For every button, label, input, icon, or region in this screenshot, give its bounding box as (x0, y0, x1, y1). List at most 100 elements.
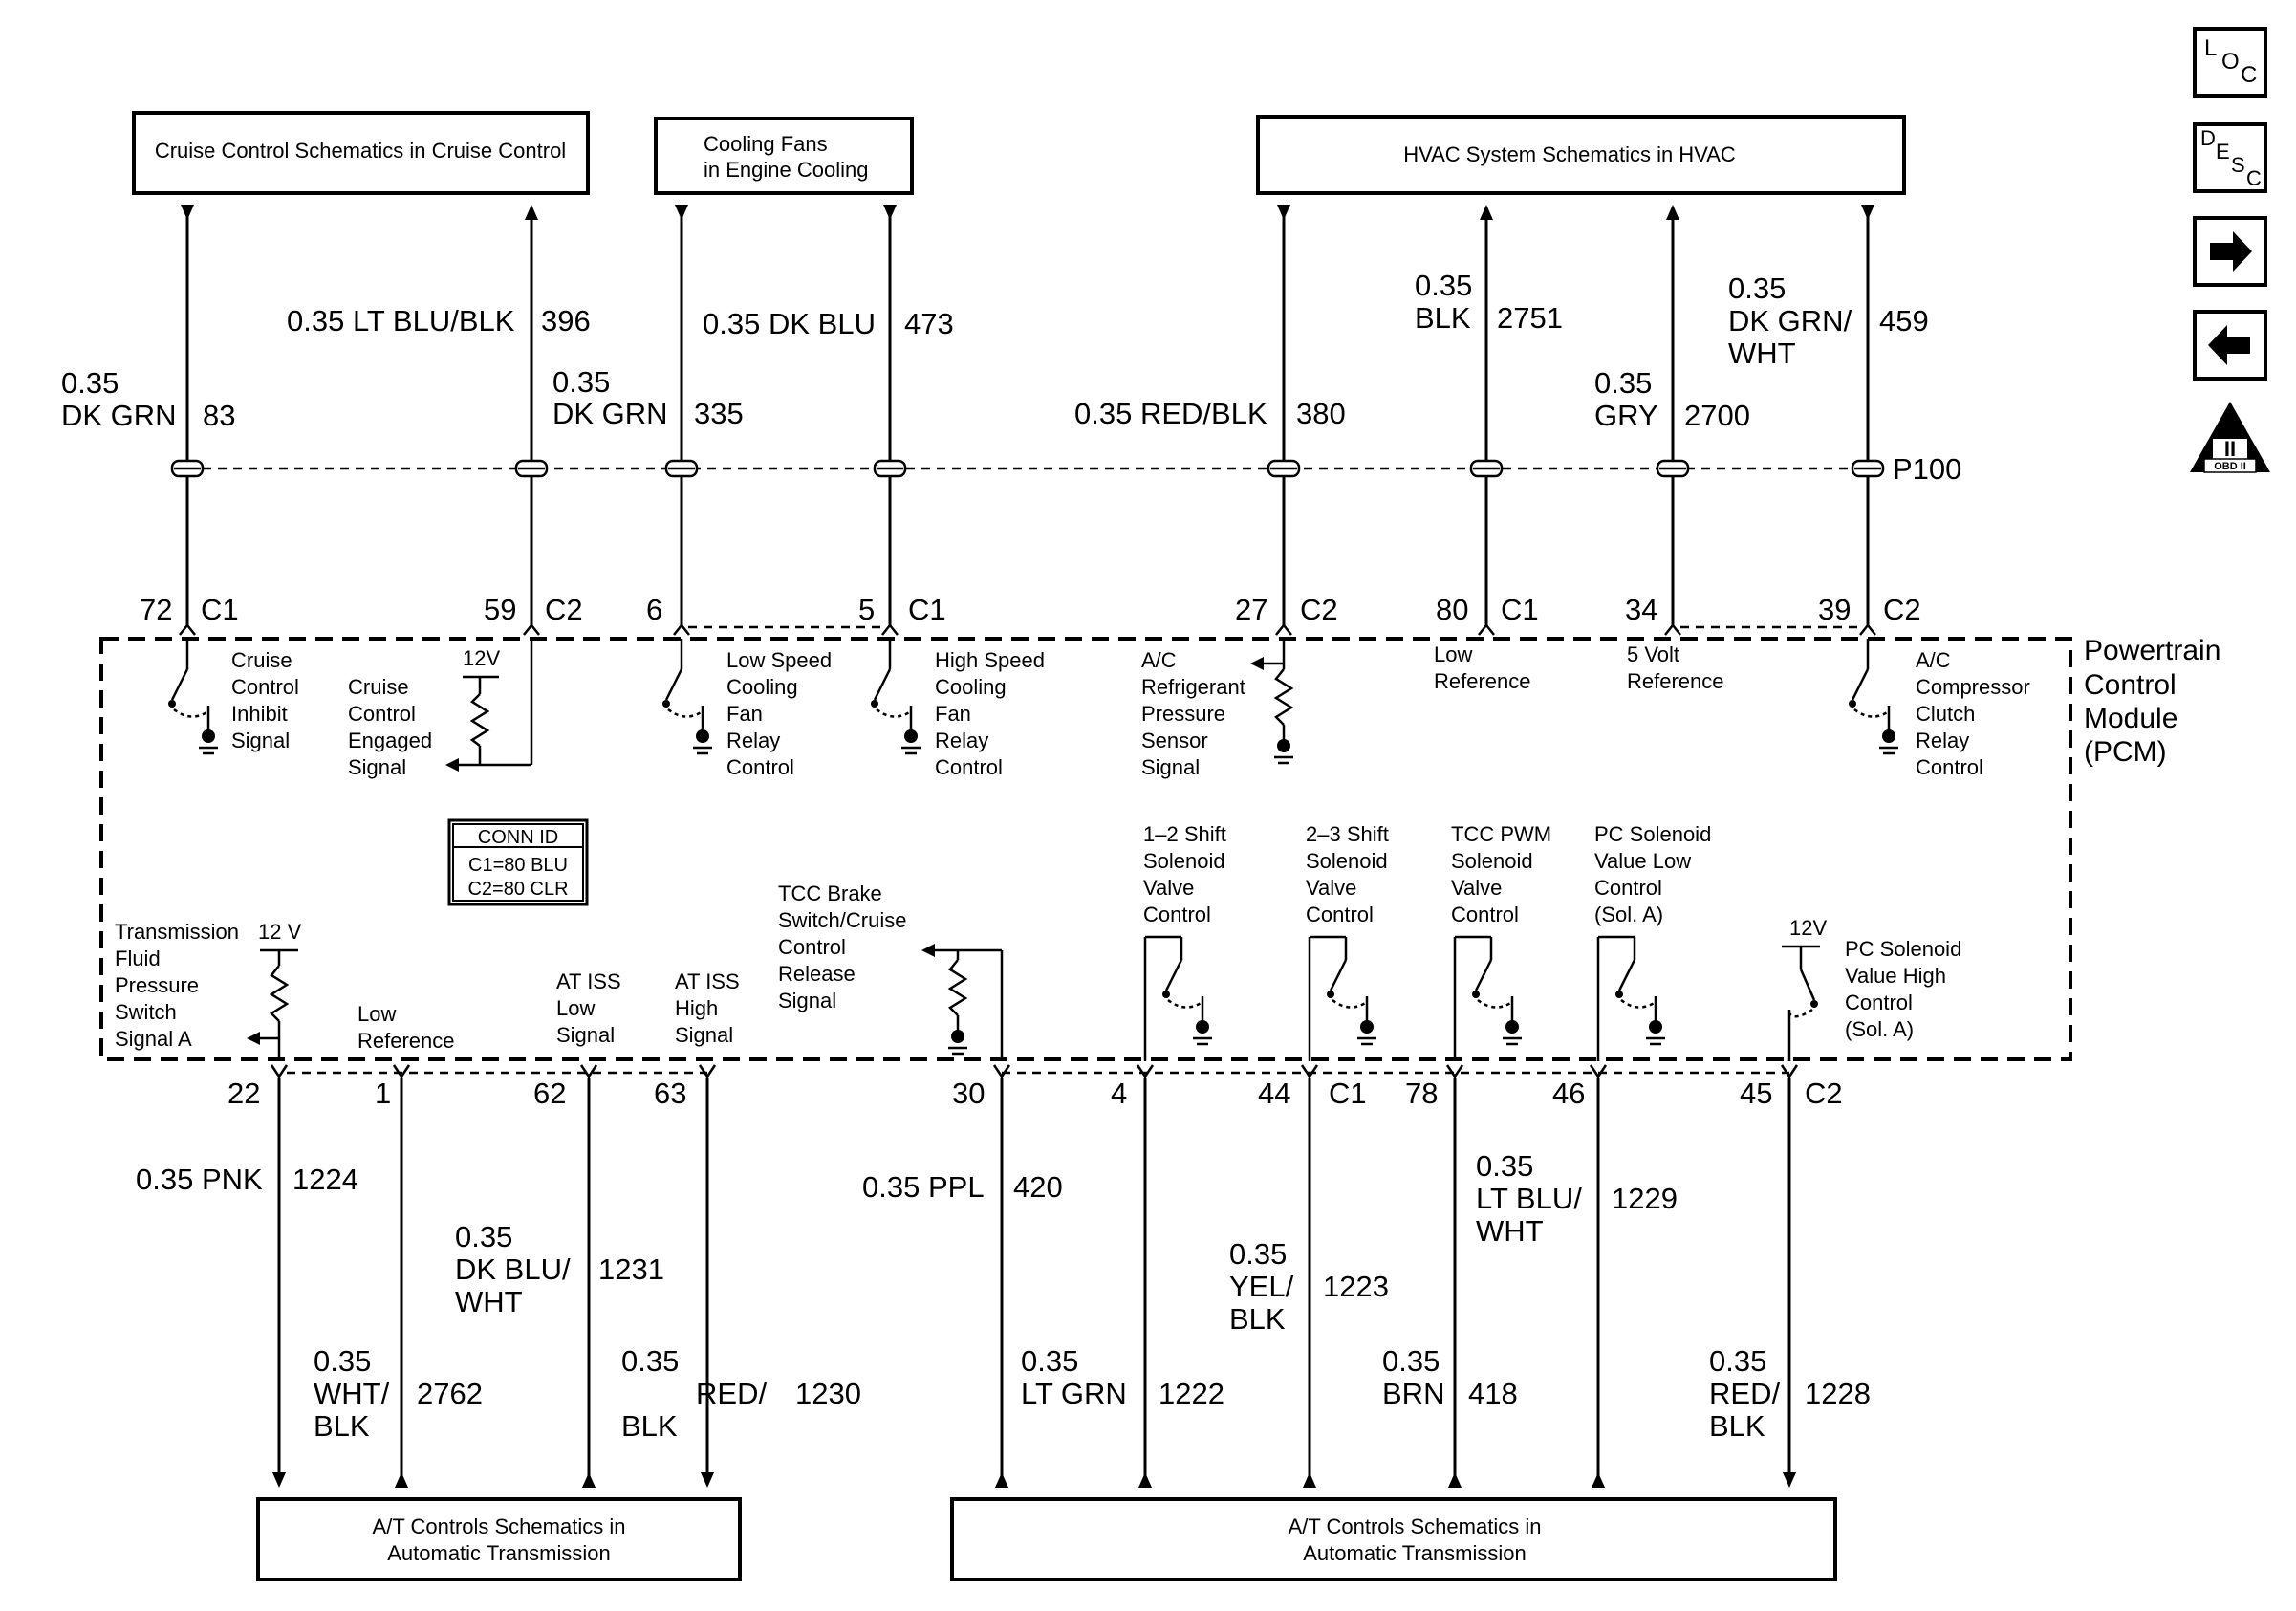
cooling-fans-box[interactable]: Cooling Fans in Engine Cooling (654, 117, 914, 195)
wire-1229-size: 0.35 (1476, 1149, 1533, 1183)
wire-1231[interactable]: 0.35 DK BLU/ WHT 1231 (455, 1078, 664, 1488)
wire-1223[interactable]: 0.35 YEL/ BLK 1223 (1229, 1078, 1389, 1488)
wire-1230[interactable]: 0.35 RED/ BLK 1230 (621, 1078, 861, 1488)
wire-420[interactable]: 0.35 PPL 420 (862, 1078, 1063, 1488)
wire-380-label: 0.35 RED/BLK (1074, 397, 1267, 430)
wire-1222[interactable]: 0.35 LT GRN 1222 (1021, 1078, 1224, 1488)
pin-63: 63 (654, 1077, 686, 1110)
tcc-brake-circuit (921, 944, 1004, 1061)
svg-text:Powertrain: Powertrain (2084, 635, 2220, 666)
pin-4: 4 (1111, 1077, 1127, 1110)
svg-text:2–3 Shift: 2–3 Shift (1306, 822, 1389, 846)
wire-1230-color-1: RED/ (696, 1377, 767, 1410)
arrow-left-icon (2208, 325, 2250, 365)
svg-text:Release: Release (778, 962, 856, 986)
conn-72: C1 (201, 593, 239, 626)
wire-1230-color-2: BLK (621, 1409, 678, 1443)
svg-text:Pressure: Pressure (1141, 702, 1225, 726)
wire-2700[interactable]: 0.35 GRY 2700 (1594, 205, 1750, 627)
wire-83[interactable]: 0.35 DK GRN 83 (61, 205, 235, 627)
svg-text:Cooling: Cooling (726, 675, 798, 699)
svg-text:Signal: Signal (556, 1023, 615, 1047)
cruise-engaged-label: Cruise Control Engaged Signal (348, 675, 432, 779)
svg-text:TCC Brake: TCC Brake (778, 882, 882, 905)
svg-text:(Sol. A): (Sol. A) (1594, 903, 1663, 926)
svg-text:Solenoid: Solenoid (1143, 849, 1225, 873)
at-controls-box-right[interactable]: A/T Controls Schematics in Automatic Tra… (950, 1497, 1837, 1581)
loc-letter-3: C (2241, 62, 2257, 88)
wire-2762-color-2: BLK (314, 1409, 370, 1443)
svg-text:Low: Low (556, 996, 595, 1020)
svg-text:Clutch: Clutch (1916, 702, 1975, 726)
wire-2762-size: 0.35 (314, 1344, 371, 1378)
wire-1228[interactable]: 0.35 RED/ BLK 1228 (1709, 1078, 1871, 1488)
wire-1228-color-2: BLK (1709, 1409, 1765, 1443)
pc-low-label: PC Solenoid Value Low Control (Sol. A) (1594, 822, 1711, 926)
svg-text:Solenoid: Solenoid (1451, 849, 1533, 873)
pin-62: 62 (533, 1077, 566, 1110)
at-iss-low-label: AT ISS Low Signal (556, 969, 621, 1047)
svg-text:Valve: Valve (1143, 876, 1194, 900)
wire-396[interactable]: 0.35 LT BLU/BLK 396 (287, 205, 591, 627)
wire-418[interactable]: 0.35 BRN 418 (1382, 1078, 1518, 1488)
wire-2751[interactable]: 0.35 BLK 2751 (1415, 205, 1563, 627)
svg-text:Valve: Valve (1306, 876, 1356, 900)
pin-5: 5 (858, 593, 875, 626)
svg-text:Relay: Relay (1916, 729, 1969, 752)
svg-text:Pressure: Pressure (115, 973, 199, 997)
svg-text:Engaged: Engaged (348, 729, 432, 752)
svg-text:Switch: Switch (115, 1000, 177, 1024)
svg-text:Relay: Relay (935, 729, 988, 752)
wire-459-circuit: 459 (1879, 304, 1929, 337)
svg-text:Control: Control (1845, 991, 1913, 1014)
wire-1231-circuit: 1231 (598, 1252, 664, 1286)
obd-ii-icon[interactable]: II OBD II (2190, 402, 2270, 473)
description-button[interactable]: D E S C (2193, 122, 2267, 193)
svg-text:Module: Module (2084, 703, 2177, 734)
location-button[interactable]: L O C (2193, 27, 2267, 98)
low-reference-label-bottom: Low Reference (357, 1002, 455, 1053)
pin-45: 45 (1740, 1077, 1772, 1110)
wire-2700-size: 0.35 (1594, 366, 1652, 400)
wire-380[interactable]: 0.35 RED/BLK 380 (1074, 205, 1346, 627)
svg-text:Signal: Signal (1141, 755, 1200, 779)
hvac-box[interactable]: HVAC System Schematics in HVAC (1256, 115, 1906, 195)
pin-46: 46 (1552, 1077, 1585, 1110)
wire-1223-color-1: YEL/ (1229, 1270, 1294, 1303)
pin-72: 72 (140, 593, 172, 626)
top-pin-labels: 72 C1 59 C2 6 5 C1 27 C2 80 C1 34 39 C2 (140, 593, 1921, 626)
pin-39: 39 (1818, 593, 1851, 626)
wire-1231-color-1: DK BLU/ (455, 1252, 571, 1286)
tcc-pwm-label: TCC PWM Solenoid Valve Control (1451, 822, 1551, 926)
wire-335[interactable]: 0.35 DK GRN 335 (552, 205, 744, 627)
pin-78: 78 (1405, 1077, 1438, 1110)
wire-1229[interactable]: 0.35 LT BLU/ WHT 1229 (1476, 1078, 1678, 1488)
shift-1-2-label: 1–2 Shift Solenoid Valve Control (1143, 822, 1226, 926)
pin-27: 27 (1235, 593, 1267, 626)
cruise-control-box[interactable]: Cruise Control Schematics in Cruise Cont… (132, 111, 590, 195)
wire-459[interactable]: 0.35 DK GRN/ WHT 459 (1728, 205, 1929, 627)
wire-2751-size: 0.35 (1415, 269, 1472, 302)
wire-1224[interactable]: 0.35 PNK 1224 (136, 1078, 358, 1488)
pcm-boundary (99, 637, 2072, 1061)
svg-text:Control: Control (935, 755, 1003, 779)
conn-59: C2 (545, 593, 583, 626)
wire-2762[interactable]: 0.35 WHT/ BLK 2762 (314, 1078, 483, 1488)
fans-box-line-2: in Engine Cooling (704, 158, 868, 182)
desc-letter-4: C (2246, 166, 2262, 190)
previous-button[interactable] (2193, 310, 2267, 381)
wire-380-circuit: 380 (1296, 397, 1346, 430)
at-controls-box-left[interactable]: A/T Controls Schematics in Automatic Tra… (256, 1497, 742, 1581)
tfp-switch-label: Transmission Fluid Pressure Switch Signa… (115, 920, 239, 1051)
next-button[interactable] (2193, 216, 2267, 287)
svg-text:Value Low: Value Low (1594, 849, 1691, 873)
tcc-pwm-switch (1453, 935, 1522, 1061)
svg-text:Control: Control (726, 755, 794, 779)
wire-1224-label: 0.35 PNK (136, 1163, 263, 1196)
svg-text:(PCM): (PCM) (2084, 736, 2167, 768)
desc-letter-1: D (2200, 126, 2216, 150)
high-speed-fan-switch (871, 639, 921, 755)
wire-1228-color-1: RED/ (1709, 1377, 1780, 1410)
wire-473[interactable]: 0.35 DK BLU 473 (703, 205, 954, 627)
